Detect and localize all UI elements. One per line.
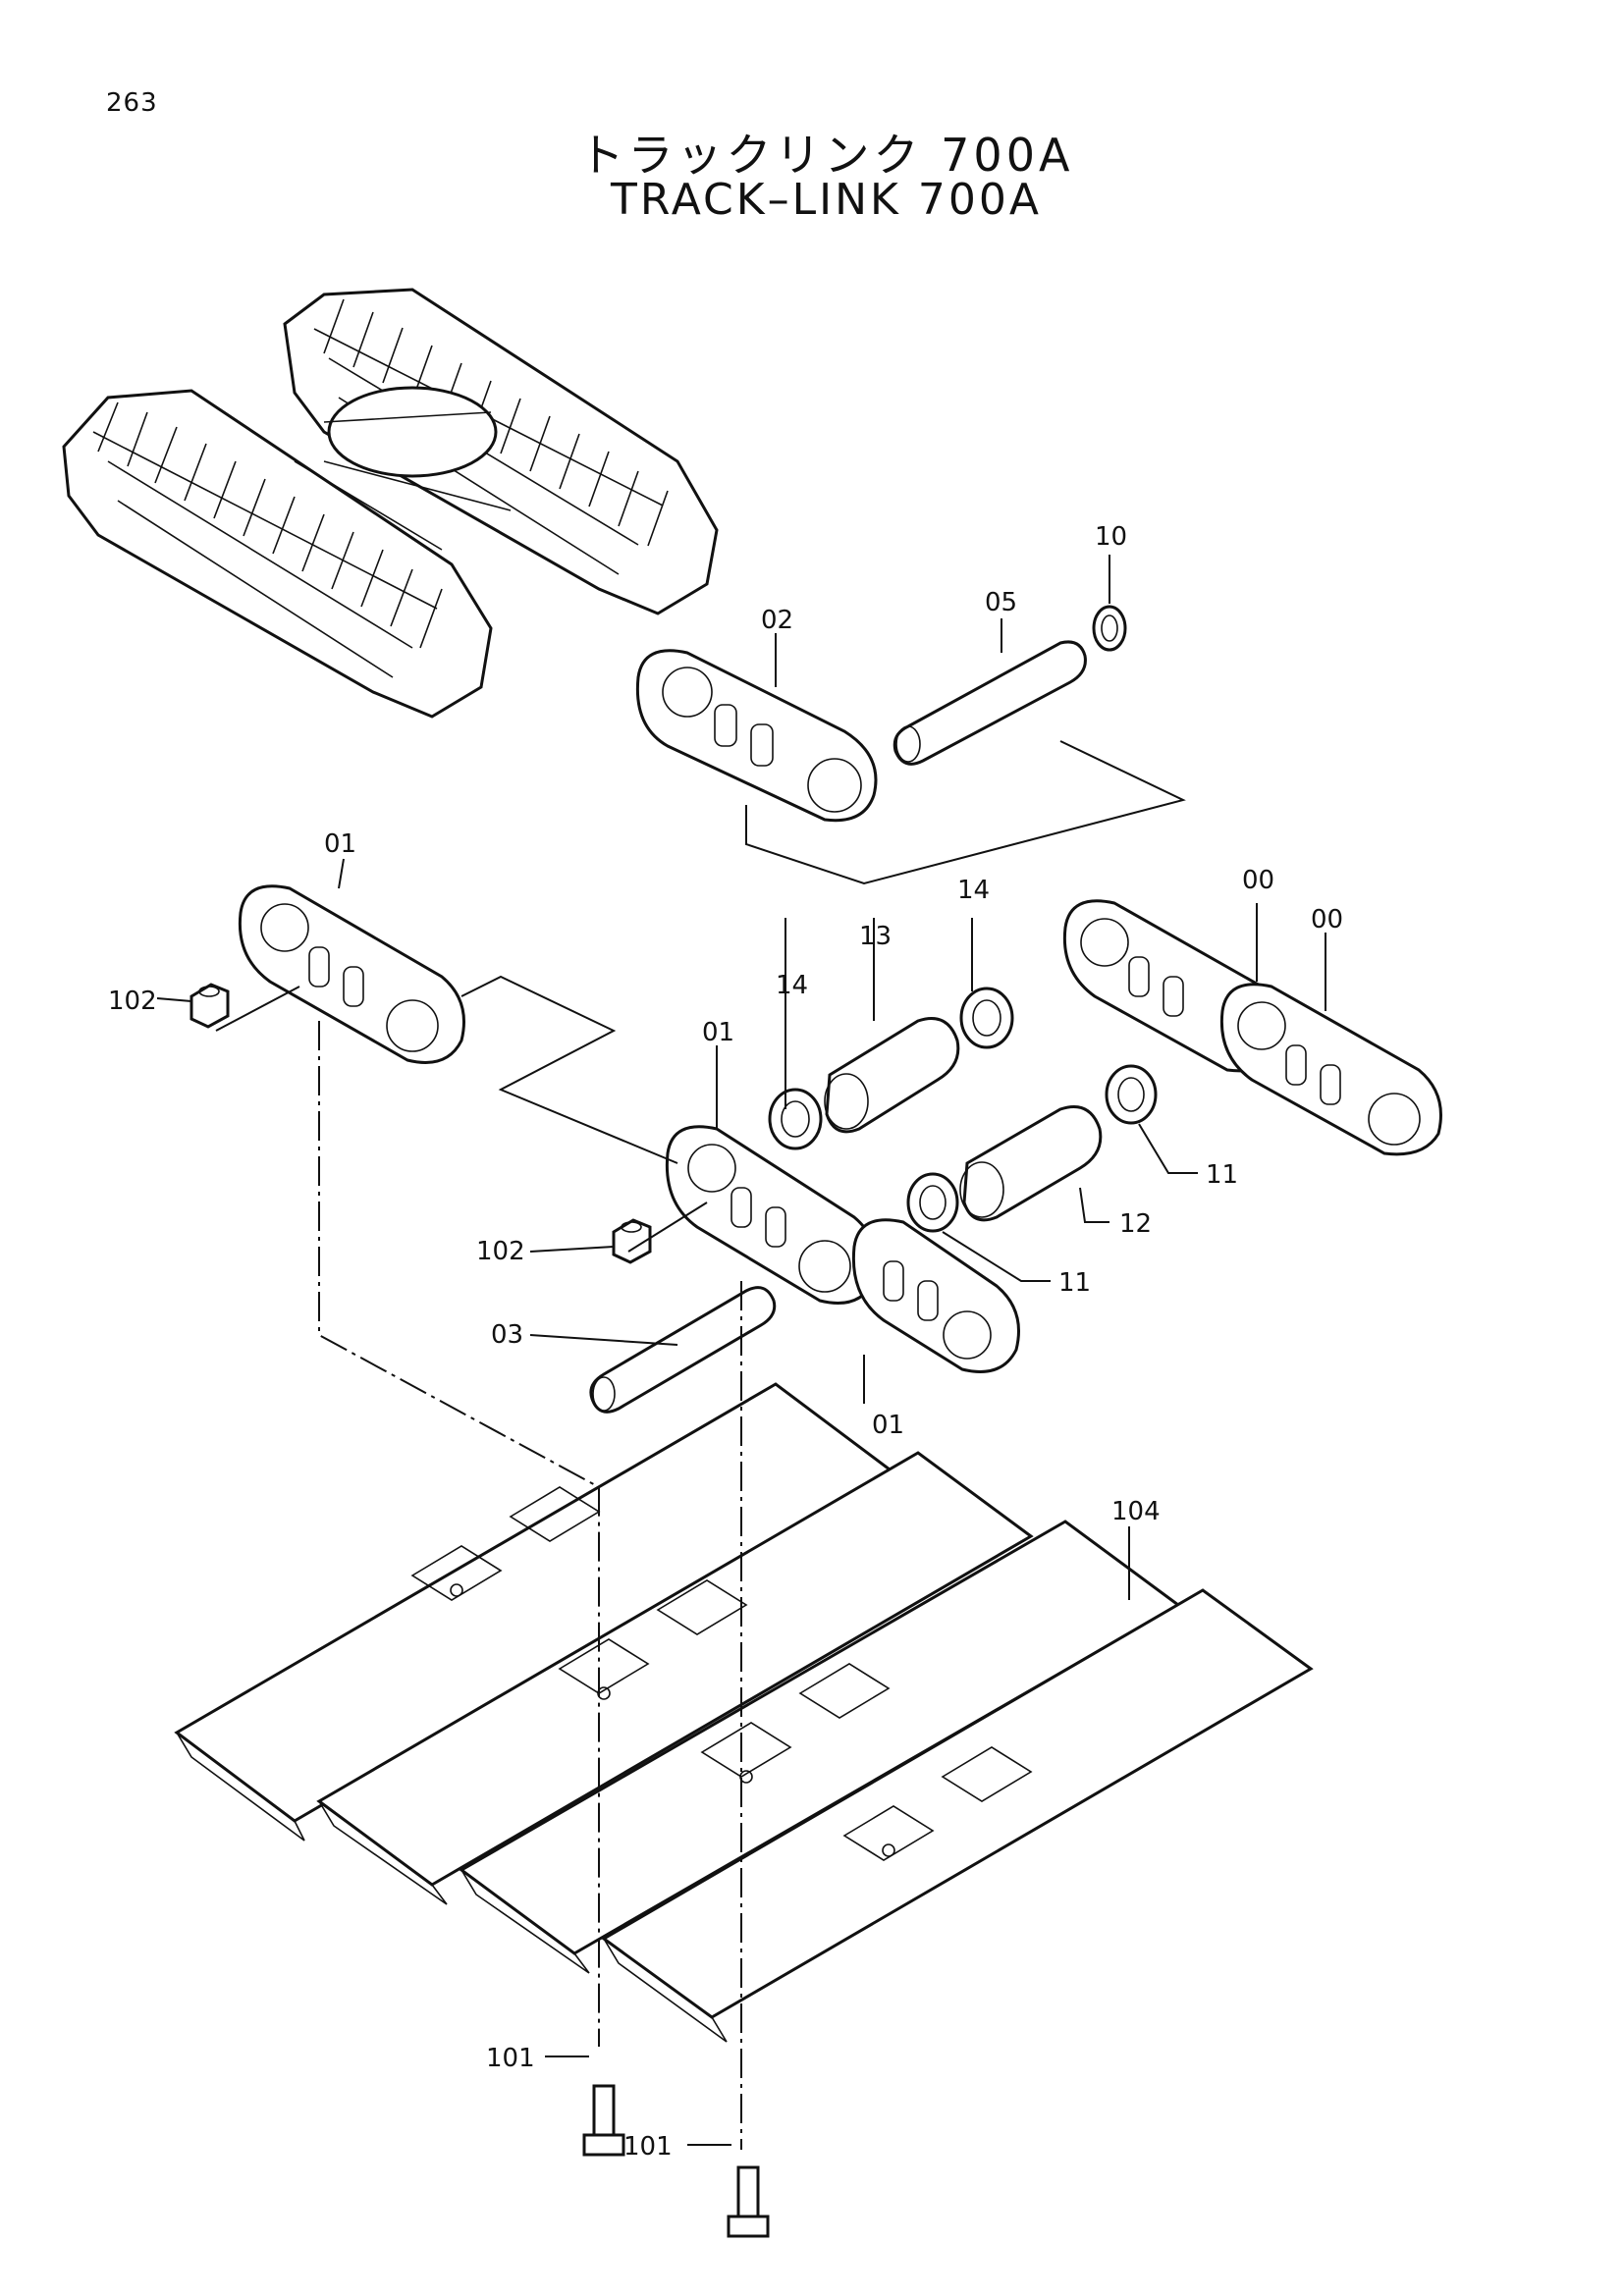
callout-102-lower: 102 [476,1237,525,1266]
callout-104: 104 [1111,1497,1161,1526]
bushing-12 [959,1105,1103,1222]
leader-lines [156,555,1326,2150]
master-pin-05 [893,640,1087,766]
callout-00-lower: 00 [1311,905,1343,934]
callout-01-lower: 01 [872,1411,904,1440]
callout-00-upper: 00 [1242,866,1274,895]
callout-101-lower: 101 [623,2132,673,2162]
bolt-101-lower [727,2165,770,2238]
track-pin-03 [589,1286,777,1414]
callout-01-middle: 01 [702,1018,734,1047]
callout-14-upper: 14 [957,876,990,905]
nut-102-upper [189,983,230,1029]
track-link-01-middle [665,1125,878,1305]
retaining-ring-10 [1092,605,1127,652]
seal-11-lower [906,1172,959,1233]
callout-03: 03 [491,1320,523,1350]
callout-11-upper: 11 [1206,1160,1238,1190]
callout-12: 12 [1119,1209,1152,1239]
seal-11-upper [1105,1064,1158,1125]
master-link-02 [635,649,878,823]
title-japanese: トラックリンク 700A [578,129,1074,182]
track-link-01-lower [851,1218,1020,1373]
track-shoes-104 [174,1382,1314,2043]
callout-11-lower: 11 [1058,1268,1091,1298]
seal-14-lower [768,1088,823,1150]
bolt-101-upper [582,2084,625,2157]
undercarriage-illustration [62,288,719,719]
callout-02: 02 [761,606,793,635]
callout-14-lower: 14 [776,971,808,1000]
track-link-00-lower [1219,983,1442,1156]
seal-14-upper [959,987,1014,1049]
track-link-01-left [238,884,465,1064]
callout-102-upper: 102 [108,987,157,1016]
callout-05: 05 [985,588,1017,617]
nut-102-lower [612,1218,652,1264]
bushing-13 [824,1017,960,1134]
callout-101-upper: 101 [486,2044,535,2073]
callout-13: 13 [859,922,892,951]
title-english: TRACK–LINK 700A [611,175,1042,225]
page-number: 263 [106,88,158,118]
callout-10: 10 [1095,522,1127,552]
callout-01-left: 01 [324,829,356,859]
